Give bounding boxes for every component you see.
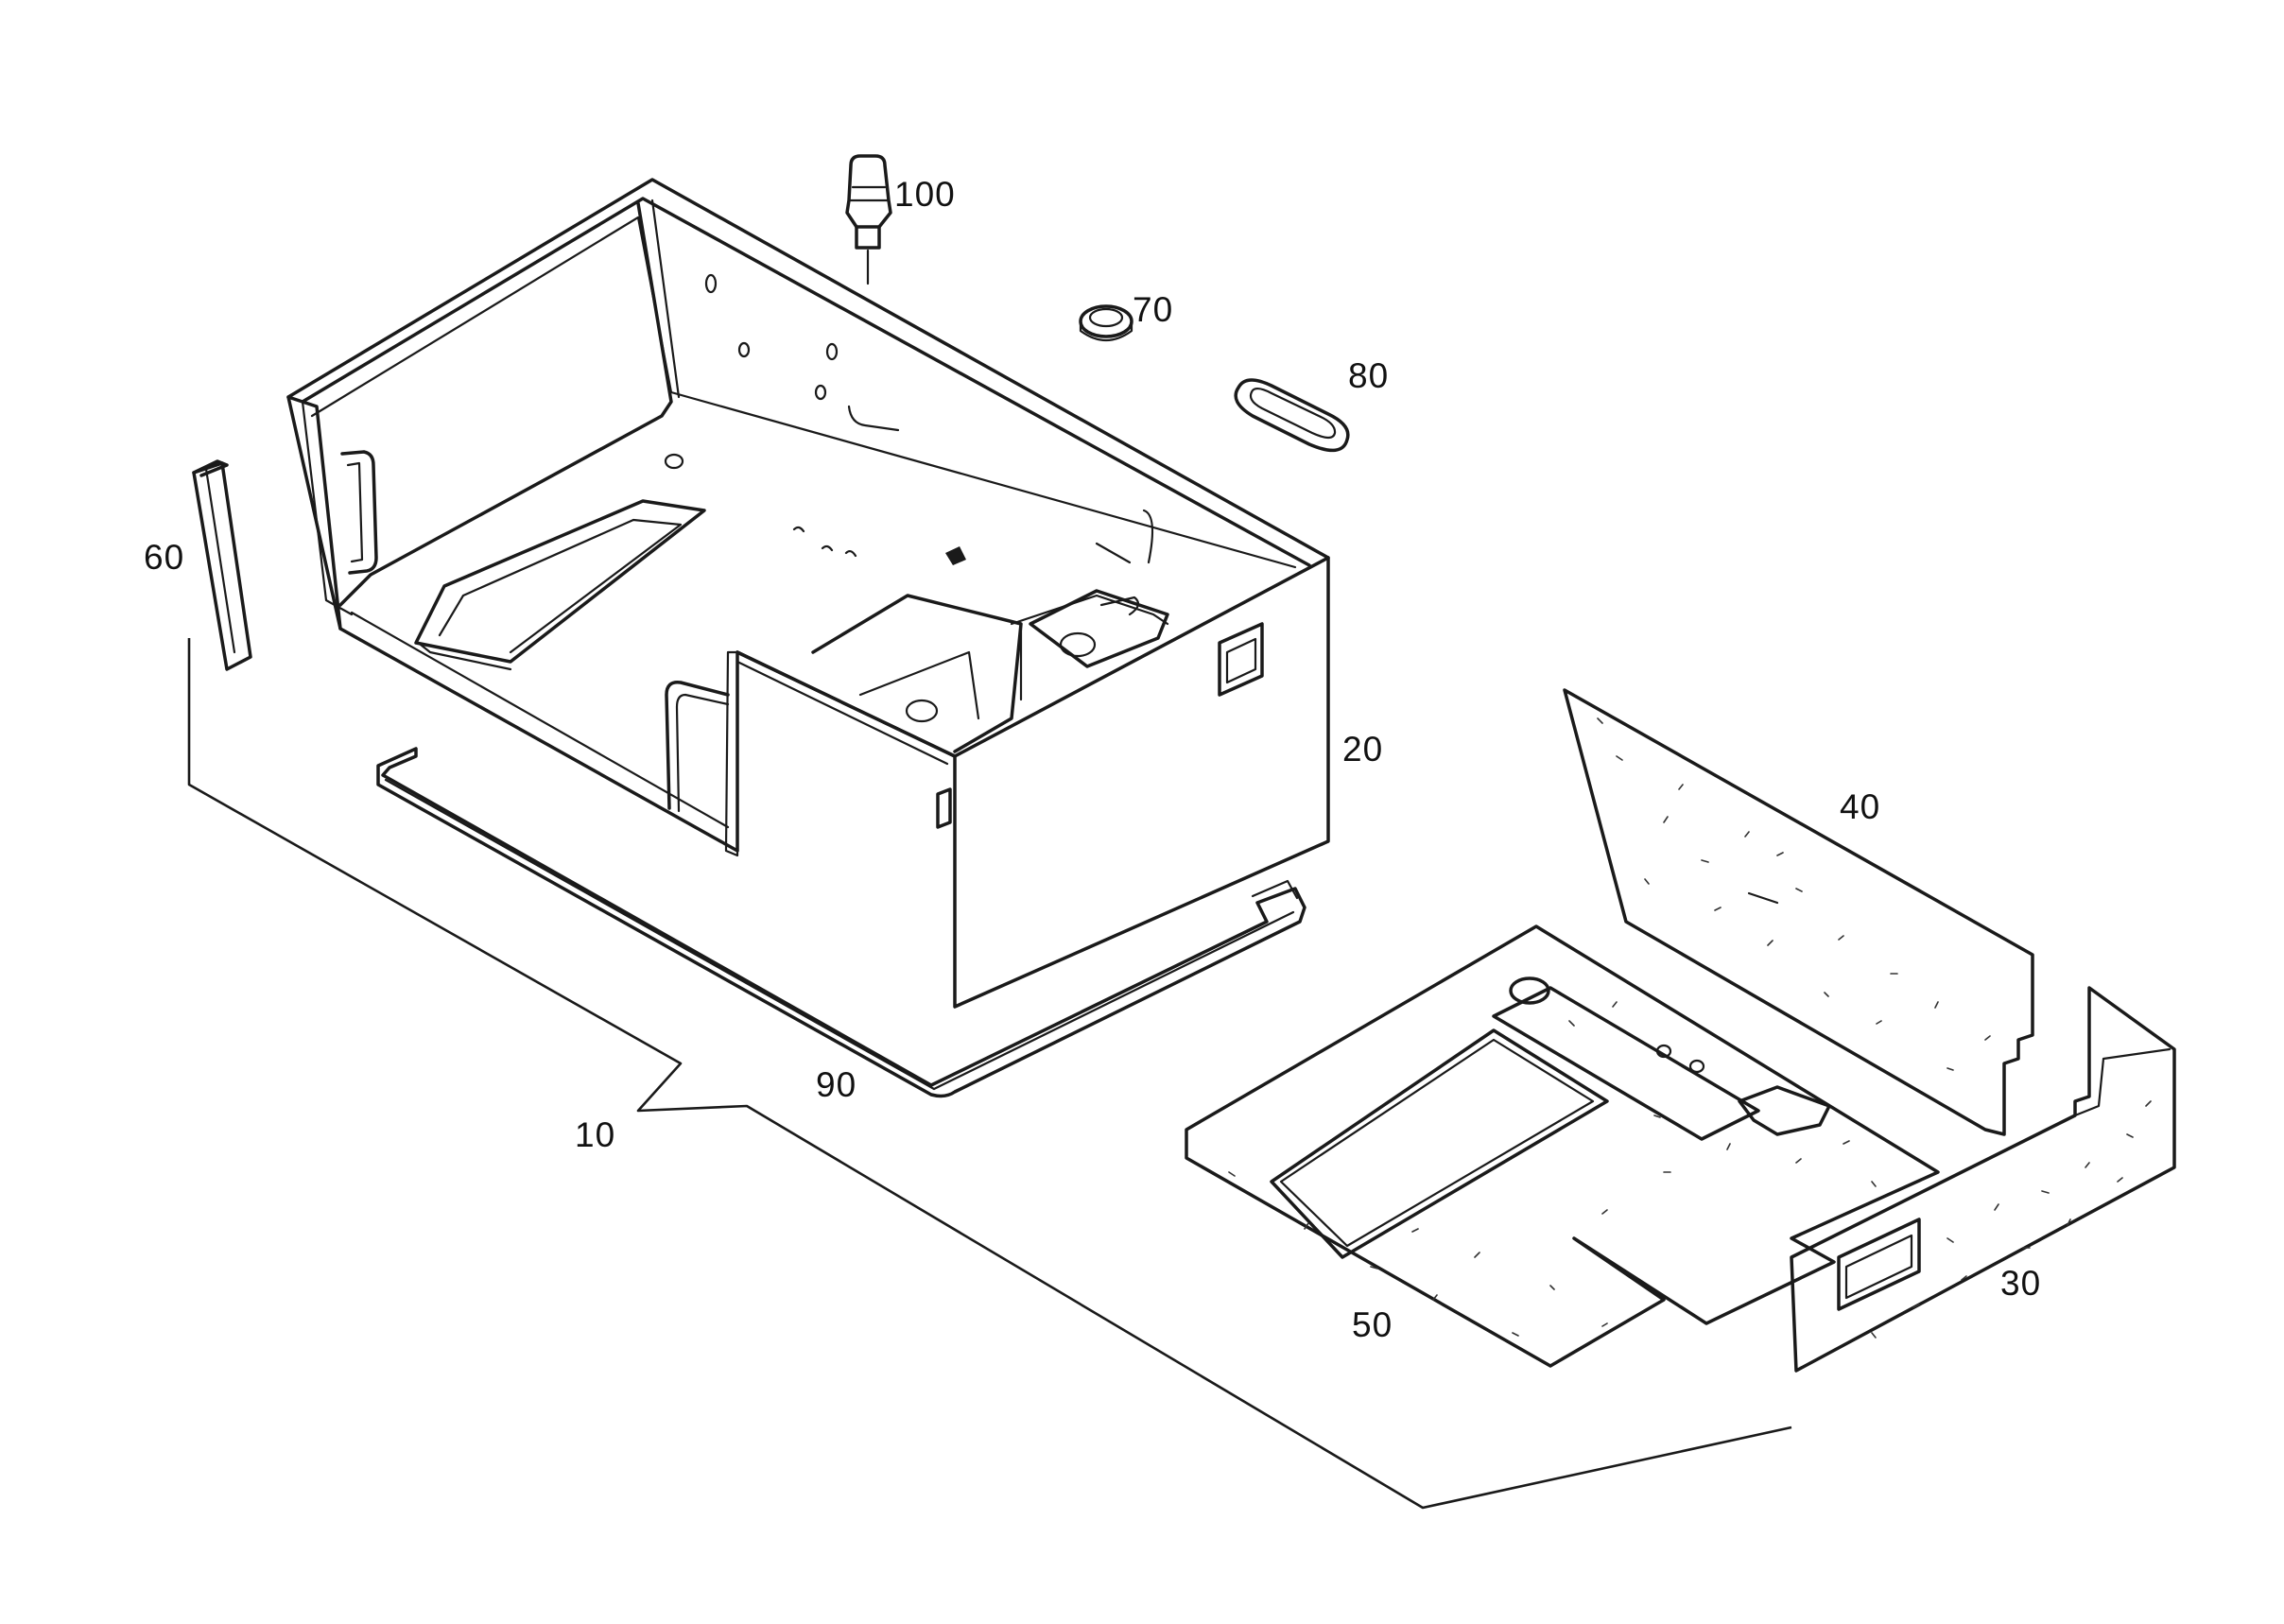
callout-10: 10 — [575, 1115, 615, 1154]
housing-20 — [286, 178, 1330, 1009]
insulation-wall-30 — [1790, 986, 2176, 1373]
callout-90: 90 — [816, 1065, 856, 1104]
callout-80: 80 — [1348, 356, 1389, 395]
insulation-pad-50 — [1185, 924, 1940, 1368]
callout-50: 50 — [1352, 1305, 1393, 1344]
grommet-70 — [1079, 304, 1133, 342]
callout-20: 20 — [1342, 730, 1383, 769]
rail-60 — [192, 459, 252, 671]
callout-60: 60 — [144, 538, 184, 577]
callout-40: 40 — [1840, 787, 1880, 826]
gasket-80 — [1234, 378, 1350, 453]
insulation-panel-40 — [1563, 688, 2034, 1136]
plug-100 — [845, 154, 892, 285]
seal-90 — [376, 747, 1306, 1098]
callout-70: 70 — [1133, 290, 1173, 329]
callout-100: 100 — [894, 175, 956, 214]
assembly-bracket-10 — [187, 638, 1792, 1510]
callout-30: 30 — [2000, 1264, 2041, 1303]
